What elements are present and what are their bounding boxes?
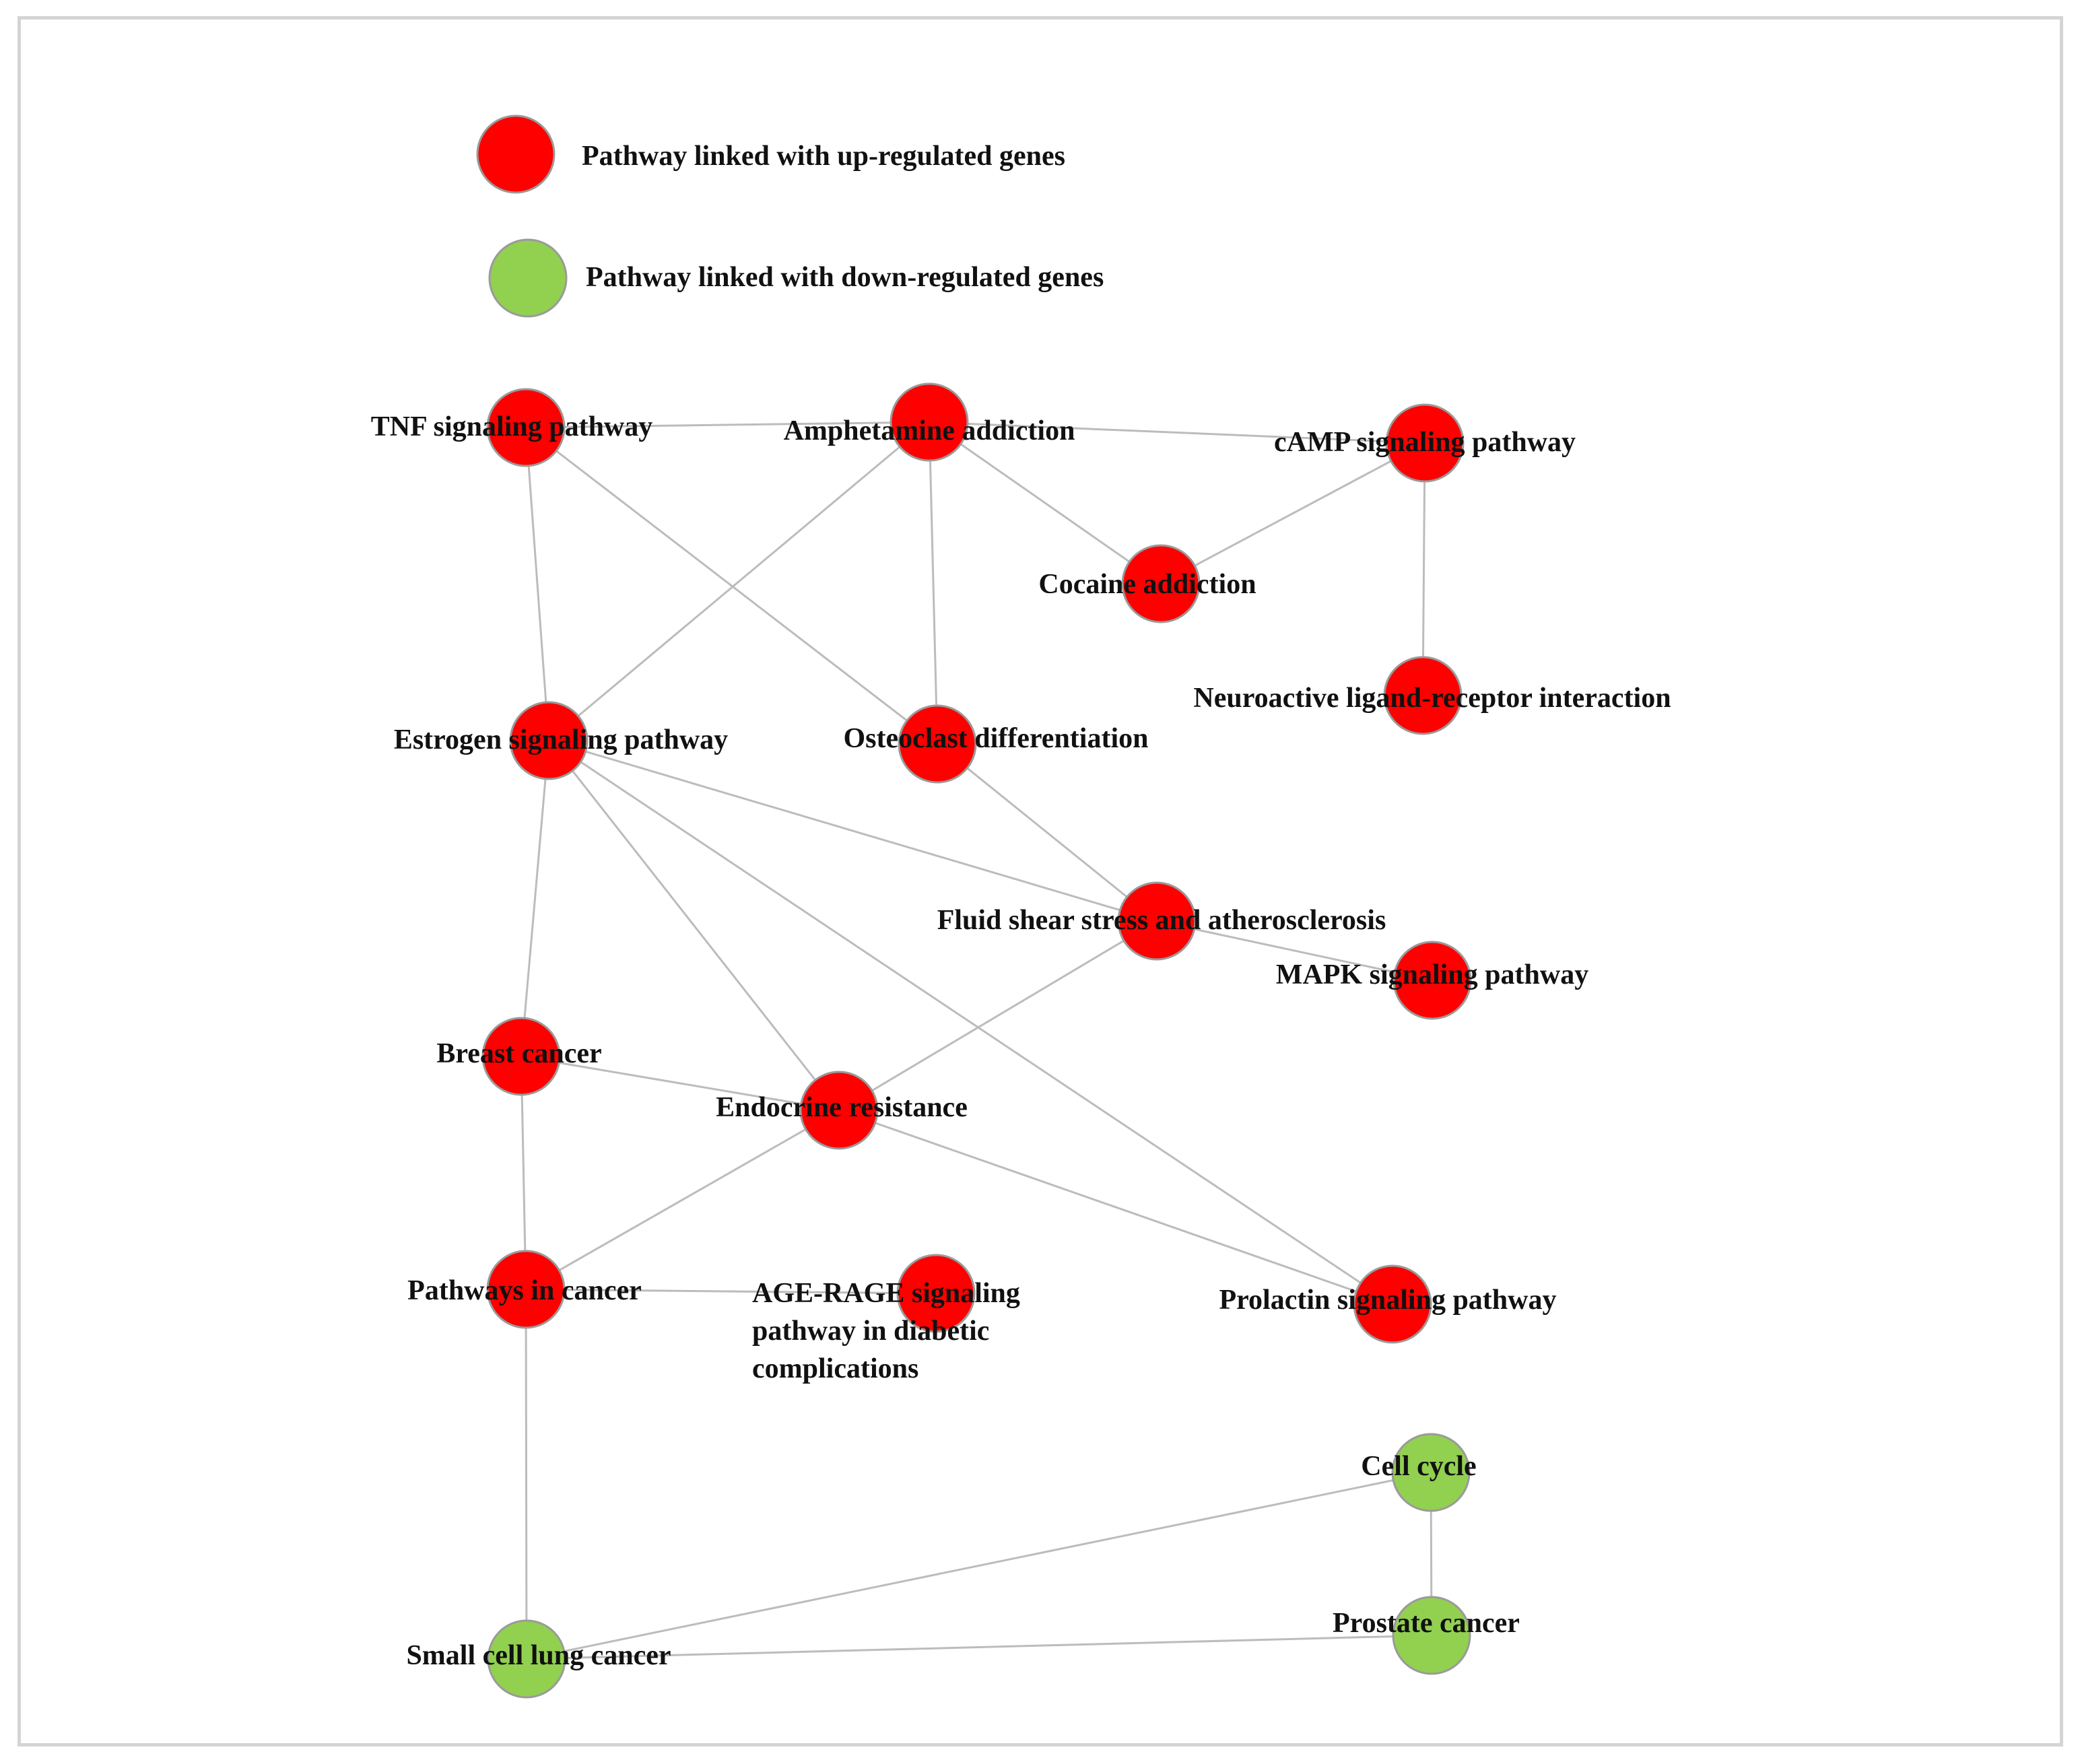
node-label-line: Cocaine addiction <box>1038 569 1256 600</box>
legend-label-up: Pathway linked with up-regulated genes <box>582 141 1065 172</box>
node-label-breast: Breast cancer <box>436 1038 601 1069</box>
edge-pathways-agerage <box>525 1288 937 1295</box>
legend-swatch-up <box>476 114 556 194</box>
node-label-line: Small cell lung cancer <box>406 1640 671 1671</box>
node-label-tnf: TNF signaling pathway <box>371 411 653 442</box>
node-tnf[interactable] <box>486 388 566 467</box>
node-label-line: Prolactin signaling pathway <box>1219 1285 1557 1316</box>
labels-layer: TNF signaling pathway Amphetamine addicti… <box>371 411 1671 1671</box>
node-label-cocaine: Cocaine addiction <box>1038 569 1256 600</box>
edge-estrogen-fluid <box>548 739 1158 922</box>
node-endo[interactable] <box>799 1071 879 1150</box>
nodes-layer <box>481 382 1472 1699</box>
legend-swatch-down <box>488 238 568 318</box>
node-label-prolactin: Prolactin signaling pathway <box>1219 1285 1557 1316</box>
node-sclc[interactable] <box>487 1619 566 1699</box>
edges-layer <box>520 421 1433 1660</box>
node-camp[interactable] <box>1385 403 1465 483</box>
node-label-mapk: MAPK signaling pathway <box>1276 959 1588 990</box>
node-breast[interactable] <box>481 1017 561 1096</box>
node-label-amph: Amphetamine addiction <box>784 415 1075 446</box>
node-label-line: Pathways in cancer <box>407 1275 642 1306</box>
edge-estrogen-endo <box>547 740 840 1111</box>
edge-amph-camp <box>929 421 1425 444</box>
edge-endo-prolactin <box>838 1109 1393 1305</box>
node-mapk[interactable] <box>1393 941 1472 1020</box>
node-label-line: Estrogen signaling pathway <box>394 724 728 755</box>
node-label-line: Fluid shear stress and atherosclerosis <box>937 905 1386 936</box>
node-estrogen[interactable] <box>509 701 589 780</box>
edge-estrogen-prolactin <box>548 739 1393 1305</box>
node-label-pathways: Pathways in cancer <box>407 1275 642 1306</box>
node-label-line: cAMP signaling pathway <box>1274 427 1576 458</box>
node-label-line: MAPK signaling pathway <box>1276 959 1588 990</box>
edge-endo-pathways <box>525 1109 840 1291</box>
edge-camp-neuro <box>1421 442 1426 696</box>
edge-estrogen-breast <box>520 740 550 1057</box>
edge-sclc-prostate <box>526 1634 1432 1660</box>
node-neuro[interactable] <box>1383 656 1463 735</box>
node-pathways[interactable] <box>486 1250 566 1329</box>
node-label-line: Amphetamine addiction <box>784 415 1075 446</box>
legend-label-down: Pathway linked with down-regulated genes <box>586 262 1104 293</box>
node-label-line: TNF signaling pathway <box>371 411 653 442</box>
node-cocaine[interactable] <box>1121 544 1201 623</box>
node-label-line: AGE-RAGE signaling <box>752 1278 1020 1309</box>
edge-fluid-mapk <box>1156 920 1433 982</box>
node-label-agerage: AGE-RAGE signaling pathway in diabetic com… <box>752 1278 1020 1384</box>
node-fluid[interactable] <box>1117 881 1197 961</box>
node-label-line: Endocrine resistance <box>716 1092 968 1123</box>
edge-amph-osteo <box>928 421 939 745</box>
edge-breast-endo <box>521 1055 840 1112</box>
edge-tnf-amph <box>525 421 930 429</box>
edge-amph-cocaine <box>929 421 1162 585</box>
node-amph[interactable] <box>890 382 969 462</box>
node-label-line: Cell cycle <box>1361 1451 1476 1482</box>
node-label-sclc: Small cell lung cancer <box>406 1640 671 1671</box>
edge-amph-estrogen <box>548 421 930 742</box>
node-label-endo: Endocrine resistance <box>716 1092 968 1123</box>
legend: Pathway linked with up-regulated genesPa… <box>476 114 1104 318</box>
node-osteo[interactable] <box>898 704 977 784</box>
node-label-fluid: Fluid shear stress and atherosclerosis <box>937 905 1386 936</box>
node-cellcycle[interactable] <box>1391 1433 1471 1512</box>
node-agerage[interactable] <box>896 1254 976 1333</box>
node-label-prostate: Prostate cancer <box>1333 1608 1520 1639</box>
edge-sclc-cellcycle <box>526 1471 1432 1660</box>
node-label-line: Osteoclast differentiation <box>844 723 1149 754</box>
node-label-line: Neuroactive ligand-receptor interaction <box>1193 683 1671 714</box>
edge-cocaine-camp <box>1160 442 1425 585</box>
node-label-camp: cAMP signaling pathway <box>1274 427 1576 458</box>
edge-tnf-osteo <box>525 426 938 745</box>
node-label-cellcycle: Cell cycle <box>1361 1451 1476 1482</box>
node-label-estrogen: Estrogen signaling pathway <box>394 724 728 755</box>
node-label-line: Prostate cancer <box>1333 1608 1520 1639</box>
node-label-line: pathway in diabetic <box>752 1316 989 1347</box>
node-label-osteo: Osteoclast differentiation <box>844 723 1149 754</box>
node-label-line: complications <box>752 1353 918 1384</box>
edge-osteo-fluid <box>937 743 1158 922</box>
node-label-line: Breast cancer <box>436 1038 601 1069</box>
node-prolactin[interactable] <box>1353 1264 1432 1344</box>
node-prostate[interactable] <box>1392 1596 1471 1675</box>
edge-tnf-estrogen <box>525 427 550 741</box>
figure-frame <box>18 16 2063 1746</box>
node-label-neuro: Neuroactive ligand-receptor interaction <box>1193 683 1671 714</box>
edge-fluid-endo <box>838 920 1158 1112</box>
edge-pathways-sclc <box>525 1289 528 1660</box>
